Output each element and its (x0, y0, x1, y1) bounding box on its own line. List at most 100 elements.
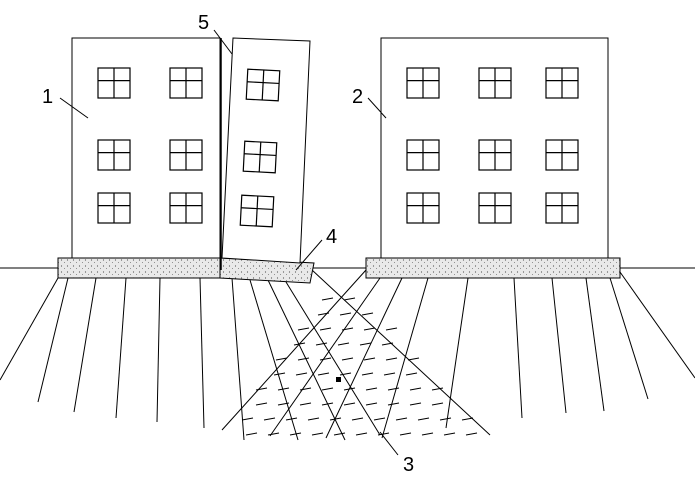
window-b1-2 (97, 139, 131, 171)
overlap-dash-18 (341, 357, 354, 361)
overlap-dash-27 (383, 372, 396, 376)
window-b2-3 (406, 139, 440, 171)
overlap-dash-7 (341, 327, 354, 331)
overlap-dash-2 (317, 312, 330, 316)
overlap-dash-0 (321, 297, 334, 301)
overlap-dash-1 (343, 297, 356, 301)
window-b1-3 (169, 139, 203, 171)
overlap-dash-59 (267, 432, 280, 436)
overlap-dash-63 (355, 432, 368, 436)
overlap-center-marker (336, 377, 341, 382)
overlap-dash-68 (465, 432, 478, 436)
overlap-dash-15 (275, 357, 288, 361)
overlap-dash-14 (381, 342, 394, 346)
overlap-dash-53 (373, 417, 386, 421)
label-foundation-4: 4 (326, 226, 337, 248)
overlap-dash-26 (361, 372, 374, 376)
overlap-dash-57 (461, 417, 474, 421)
overlap-dash-20 (385, 357, 398, 361)
overlap-dash-6 (319, 327, 332, 331)
overlap-dash-10 (293, 342, 306, 346)
overlap-dash-49 (285, 417, 298, 421)
overlap-dash-13 (359, 342, 372, 346)
overlap-dash-25 (339, 372, 352, 376)
overlap-dash-19 (363, 357, 376, 361)
label-building-5: 5 (198, 12, 209, 34)
overlap-dash-42 (343, 402, 356, 406)
overlap-dash-21 (407, 357, 420, 361)
overlap-dash-3 (339, 312, 352, 316)
overlap-dash-39 (277, 402, 290, 406)
soil-stress-lines (0, 269, 695, 441)
window-b2-6 (406, 192, 440, 224)
window-b2-7 (478, 192, 512, 224)
overlap-dash-43 (365, 402, 378, 406)
overlap-dash-56 (439, 417, 452, 421)
overlap-dash-60 (289, 432, 302, 436)
overlap-dash-61 (311, 432, 324, 436)
overlap-dash-5 (297, 327, 310, 331)
label-building-2: 2 (352, 86, 363, 108)
foundation-left (57, 257, 221, 279)
overlap-dash-47 (241, 417, 254, 421)
overlap-dash-62 (333, 432, 346, 436)
overlap-dash-29 (255, 387, 268, 391)
window-b5-0 (245, 68, 281, 102)
overlap-dash-58 (245, 432, 258, 436)
label-building-1: 1 (42, 86, 53, 108)
windows (97, 67, 579, 228)
foundation-right (365, 257, 621, 279)
overlap-dash-32 (321, 387, 334, 391)
window-b1-1 (169, 67, 203, 99)
window-b5-1 (242, 140, 278, 174)
overlap-dash-46 (431, 402, 444, 406)
overlap-dash-34 (365, 387, 378, 391)
stress-overlap-zone (241, 297, 478, 436)
window-b1-0 (97, 67, 131, 99)
overlap-dash-67 (443, 432, 456, 436)
overlap-dash-11 (315, 342, 328, 346)
overlap-dash-37 (431, 387, 444, 391)
overlap-dash-55 (417, 417, 430, 421)
window-b5-2 (239, 194, 275, 228)
overlap-dash-66 (421, 432, 434, 436)
overlap-dash-31 (299, 387, 312, 391)
overlap-dash-40 (299, 402, 312, 406)
overlap-dash-28 (405, 372, 418, 376)
window-b2-8 (545, 192, 579, 224)
overlap-dash-4 (361, 312, 374, 316)
window-b2-1 (478, 67, 512, 99)
overlap-dash-45 (409, 402, 422, 406)
overlap-dash-30 (277, 387, 290, 391)
overlap-dash-44 (387, 402, 400, 406)
overlap-dash-65 (399, 432, 412, 436)
overlap-dash-12 (337, 342, 350, 346)
overlap-dash-52 (351, 417, 364, 421)
overlap-dash-8 (363, 327, 376, 331)
overlap-dash-54 (395, 417, 408, 421)
overlap-dash-48 (263, 417, 276, 421)
window-b1-4 (97, 192, 131, 224)
overlap-dash-64 (377, 432, 390, 436)
label-overlap-zone-3: 3 (403, 454, 414, 476)
overlap-dash-33 (343, 387, 356, 391)
window-b2-2 (545, 67, 579, 99)
overlap-dash-22 (273, 372, 286, 376)
window-b2-4 (478, 139, 512, 171)
overlap-dash-36 (409, 387, 422, 391)
overlap-dash-17 (319, 357, 332, 361)
window-b2-0 (406, 67, 440, 99)
overlap-dash-35 (387, 387, 400, 391)
overlap-dash-9 (385, 327, 398, 331)
window-b2-5 (545, 139, 579, 171)
overlap-dash-16 (297, 357, 310, 361)
overlap-dash-41 (321, 402, 334, 406)
overlap-dash-38 (255, 402, 268, 406)
overlap-dash-50 (307, 417, 320, 421)
overlap-dash-24 (317, 372, 330, 376)
overlap-dash-51 (329, 417, 342, 421)
window-b1-5 (169, 192, 203, 224)
leader-lines (59, 29, 399, 456)
